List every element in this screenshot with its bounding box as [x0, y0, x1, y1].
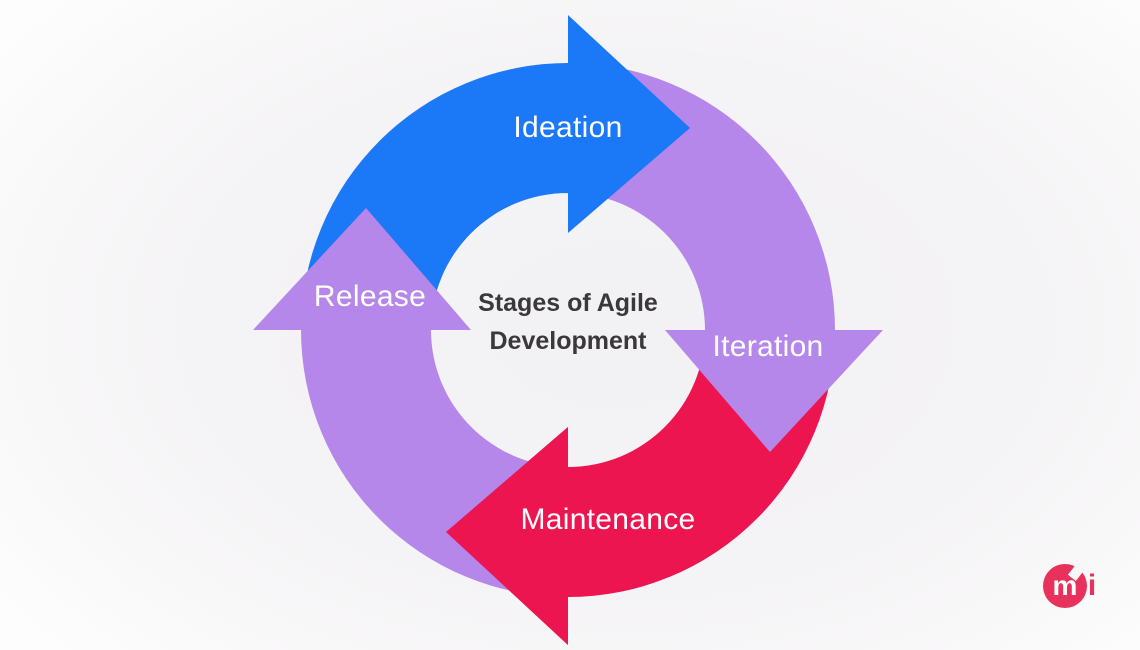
- diagram-title: Stages of Agile Development: [428, 284, 708, 360]
- diagram-title-line1: Stages of Agile: [478, 289, 658, 317]
- stage-label-ideation: Ideation: [513, 111, 623, 144]
- maintenance-arrowhead: [446, 427, 568, 645]
- logo-letter-m: m: [1053, 570, 1078, 601]
- logo-notch: [1067, 559, 1089, 581]
- brand-logo: m i: [1043, 559, 1096, 608]
- stage-label-maintenance: Maintenance: [520, 503, 696, 536]
- stage-label-iteration: Iteration: [712, 330, 824, 363]
- logo-letter-i: i: [1088, 569, 1096, 602]
- stage-label-release: Release: [313, 280, 427, 313]
- diagram-title-line2: Development: [489, 327, 647, 355]
